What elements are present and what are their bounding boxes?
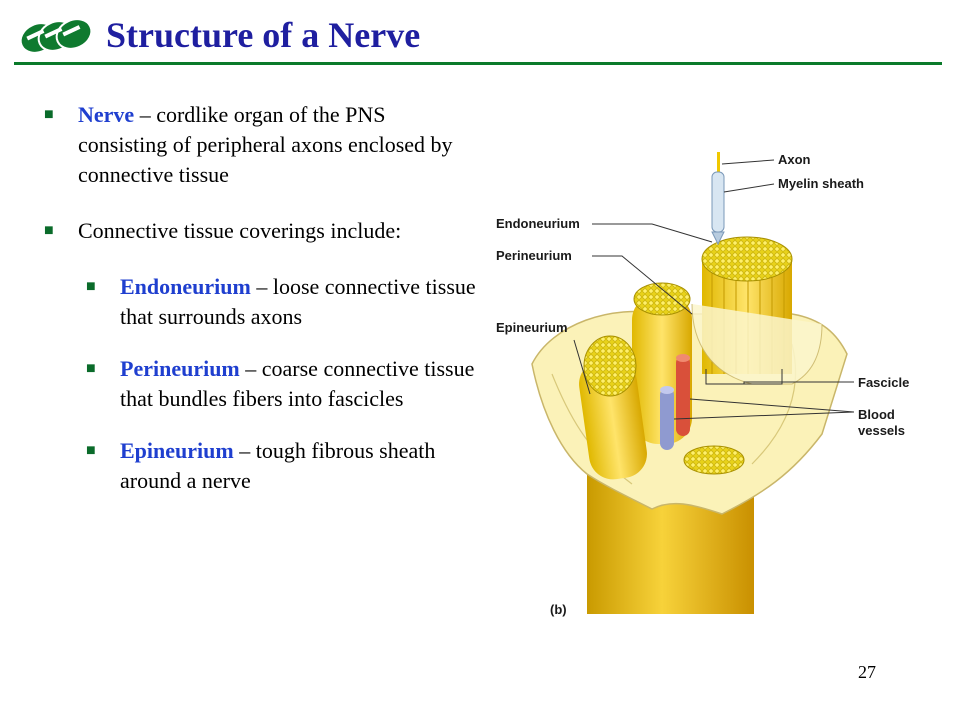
bullet-marker-icon: ■ — [86, 442, 96, 459]
label-panel-b: (b) — [550, 602, 567, 617]
label-epineurium: Epineurium — [496, 320, 568, 335]
bullet-nerve: ■ Nerve – cordlike organ of the PNS cons… — [44, 100, 480, 190]
bullet-coverings: ■ Connective tissue coverings include: — [44, 216, 480, 246]
term-endoneurium: Endoneurium — [120, 274, 251, 299]
bullet-text: – coarse connective tissue that bundles … — [120, 356, 475, 411]
bullet-text: – tough fibrous sheath around a nerve — [120, 438, 436, 493]
fascicle-end-axons — [701, 236, 793, 282]
label-fascicle: Fascicle — [858, 375, 909, 390]
title-divider — [14, 62, 942, 65]
slide-title: Structure of a Nerve — [106, 15, 421, 55]
label-endoneurium: Endoneurium — [496, 216, 580, 231]
term-nerve: Nerve — [78, 102, 135, 127]
page-number: 27 — [858, 662, 876, 682]
bullet-marker-icon: ■ — [44, 106, 54, 123]
label-vessels: vessels — [858, 423, 905, 438]
bullet-text: – loose connective tissue that surrounds… — [120, 274, 476, 329]
term-epineurium: Epineurium — [120, 438, 234, 463]
bullet-list: ■ Nerve – cordlike organ of the PNS cons… — [44, 100, 480, 518]
label-myelin-sheath: Myelin sheath — [778, 176, 864, 191]
label-perineurium: Perineurium — [496, 248, 572, 263]
label-blood: Blood — [858, 407, 895, 422]
bullet-text: Connective tissue coverings include: — [78, 218, 402, 243]
ecc-logo-icon — [19, 18, 93, 54]
bullet-text: – cordlike organ of the PNS consisting o… — [78, 102, 453, 187]
bullet-marker-icon: ■ — [44, 222, 54, 239]
bullet-marker-icon: ■ — [86, 360, 96, 377]
sub-bullet-epineurium: ■ Epineurium – tough fibrous sheath arou… — [86, 436, 480, 496]
vein — [660, 388, 674, 450]
label-axon: Axon — [778, 152, 811, 167]
myelin-sheath — [711, 171, 725, 233]
bullet-marker-icon: ■ — [86, 278, 96, 295]
fascicle-small — [683, 445, 745, 475]
sub-bullet-perineurium: ■ Perineurium – coarse connective tissue… — [86, 354, 480, 414]
nerve-structure-diagram: Axon Myelin sheath Endoneurium Perineuri… — [496, 152, 909, 617]
sub-bullet-endoneurium: ■ Endoneurium – loose connective tissue … — [86, 272, 480, 332]
term-perineurium: Perineurium — [120, 356, 240, 381]
artery — [676, 356, 690, 436]
